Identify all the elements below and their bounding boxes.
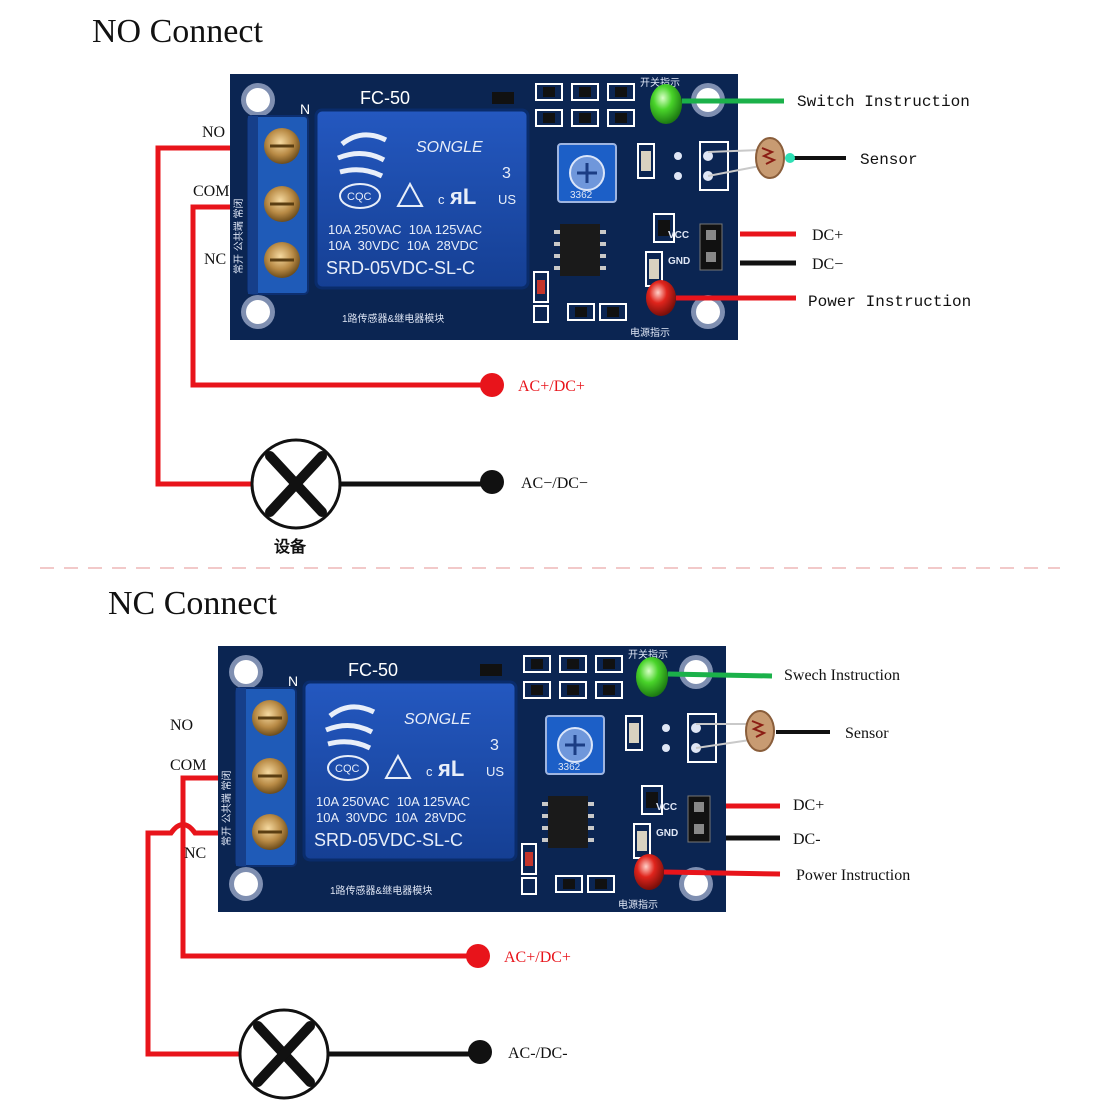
- switch-callout-line: [667, 671, 773, 679]
- pot-code: 3362: [570, 190, 593, 201]
- terminal-nc: NC: [184, 845, 206, 862]
- pot-code: 3362: [558, 762, 581, 773]
- relay-ul-us: US: [486, 764, 504, 779]
- board-bottom-label: 1路传感器&继电器模块: [342, 312, 444, 325]
- relay-num: 3: [490, 737, 499, 754]
- ac-plus-label: AC+/DC+: [518, 378, 585, 395]
- power-led: [634, 854, 664, 890]
- callout-dc-plus: DC+: [812, 227, 843, 244]
- wire-com-to-ac-plus: [190, 204, 492, 388]
- callout-power: Power Instruction: [808, 293, 971, 311]
- relay-model: SRD-05VDC-SL-C: [314, 830, 463, 850]
- load-lamp: [240, 1010, 328, 1098]
- board-gnd: GND: [656, 828, 678, 839]
- power-led-label: 电源指示: [630, 326, 670, 339]
- terminal-com: COM: [193, 183, 229, 200]
- relay-brand: SONGLE: [404, 711, 471, 728]
- photoresistor: [695, 710, 775, 752]
- ac-plus-label: AC+/DC+: [504, 949, 571, 966]
- power-led-label: 电源指示: [618, 898, 658, 911]
- terminal-nc: NC: [204, 251, 226, 268]
- ac-minus-node: [480, 470, 504, 494]
- ac-plus-node: [480, 373, 504, 397]
- switch-led-label: 开关指示: [628, 648, 668, 661]
- relay-ul-mark: ᴙL: [437, 756, 464, 781]
- terminal-no: NO: [202, 124, 225, 141]
- ac-plus-node: [466, 944, 490, 968]
- power-led: [646, 280, 676, 316]
- terminal-com: COM: [170, 757, 206, 774]
- relay-module-board: FC-50 N SONGLE 3 CQC c ᴙL US 10A 250VAC …: [218, 646, 726, 912]
- callout-dc-plus: DC+: [793, 797, 824, 814]
- board-n-mark: N: [288, 673, 298, 689]
- relay-cqc: CQC: [335, 763, 360, 775]
- board-vcc: VCC: [668, 230, 689, 241]
- callout-sensor: Sensor: [845, 725, 889, 742]
- callout-dc-minus: DC−: [812, 256, 843, 273]
- board-vcc: VCC: [656, 802, 677, 813]
- relay-rating-1: 10A 250VAC 10A 125VAC: [328, 222, 482, 237]
- relay-ul-us: US: [498, 192, 516, 207]
- relay-cqc: CQC: [347, 191, 372, 203]
- wire-no-to-load: [155, 145, 252, 487]
- terminal-side-label: 常开 公共端 常闭: [232, 198, 245, 274]
- callout-power: Power Instruction: [796, 867, 910, 884]
- wire-com-to-ac-plus: [180, 775, 478, 959]
- callout-dc-minus: DC-: [793, 831, 821, 848]
- board-n-mark: N: [300, 101, 310, 117]
- relay-num: 3: [502, 165, 511, 182]
- relay-ul-c: c: [438, 192, 445, 207]
- section-title: NO Connect: [92, 13, 263, 50]
- callout-switch: Swech Instruction: [784, 667, 900, 684]
- board-model: FC-50: [360, 88, 410, 108]
- relay-module-board: FC-50 N SONGLE 3 CQC c ᴙL US 10A 250VAC …: [230, 74, 738, 340]
- relay-rating-1: 10A 250VAC 10A 125VAC: [316, 794, 470, 809]
- relay-ul-c: c: [426, 764, 433, 779]
- load-label: 设备: [274, 537, 307, 556]
- load-lamp: [252, 440, 340, 528]
- terminal-no: NO: [170, 717, 193, 734]
- ac-minus-label: AC-/DC-: [508, 1045, 568, 1062]
- photoresistor: [707, 137, 785, 179]
- ac-minus-node: [468, 1040, 492, 1064]
- ac-minus-label: AC−/DC−: [521, 475, 588, 492]
- callout-switch: Switch Instruction: [797, 93, 970, 111]
- terminal-side-label: 常开 公共端 常闭: [220, 770, 233, 846]
- board-model: FC-50: [348, 660, 398, 680]
- relay-brand: SONGLE: [416, 139, 483, 156]
- switch-led: [636, 657, 668, 697]
- section-no-connect: NO Connect FC-50 N SONGLE 3 CQC c ᴙL US …: [92, 13, 971, 556]
- sensor-callout-dot: [785, 153, 795, 163]
- relay-ul-mark: ᴙL: [449, 184, 476, 209]
- board-bottom-label: 1路传感器&继电器模块: [330, 884, 432, 897]
- section-nc-connect: NC Connect FC-50 N SONGLE 3 CQC c ᴙL US …: [108, 585, 910, 1098]
- callout-sensor: Sensor: [860, 151, 918, 169]
- relay-rating-2: 10A 30VDC 10A 28VDC: [316, 810, 466, 825]
- relay-rating-2: 10A 30VDC 10A 28VDC: [328, 238, 478, 253]
- wire-nc-to-load: [145, 822, 240, 1057]
- switch-led: [650, 84, 682, 124]
- section-title: NC Connect: [108, 585, 278, 622]
- relay-model: SRD-05VDC-SL-C: [326, 258, 475, 278]
- board-gnd: GND: [668, 256, 690, 267]
- power-callout-line: [663, 869, 781, 877]
